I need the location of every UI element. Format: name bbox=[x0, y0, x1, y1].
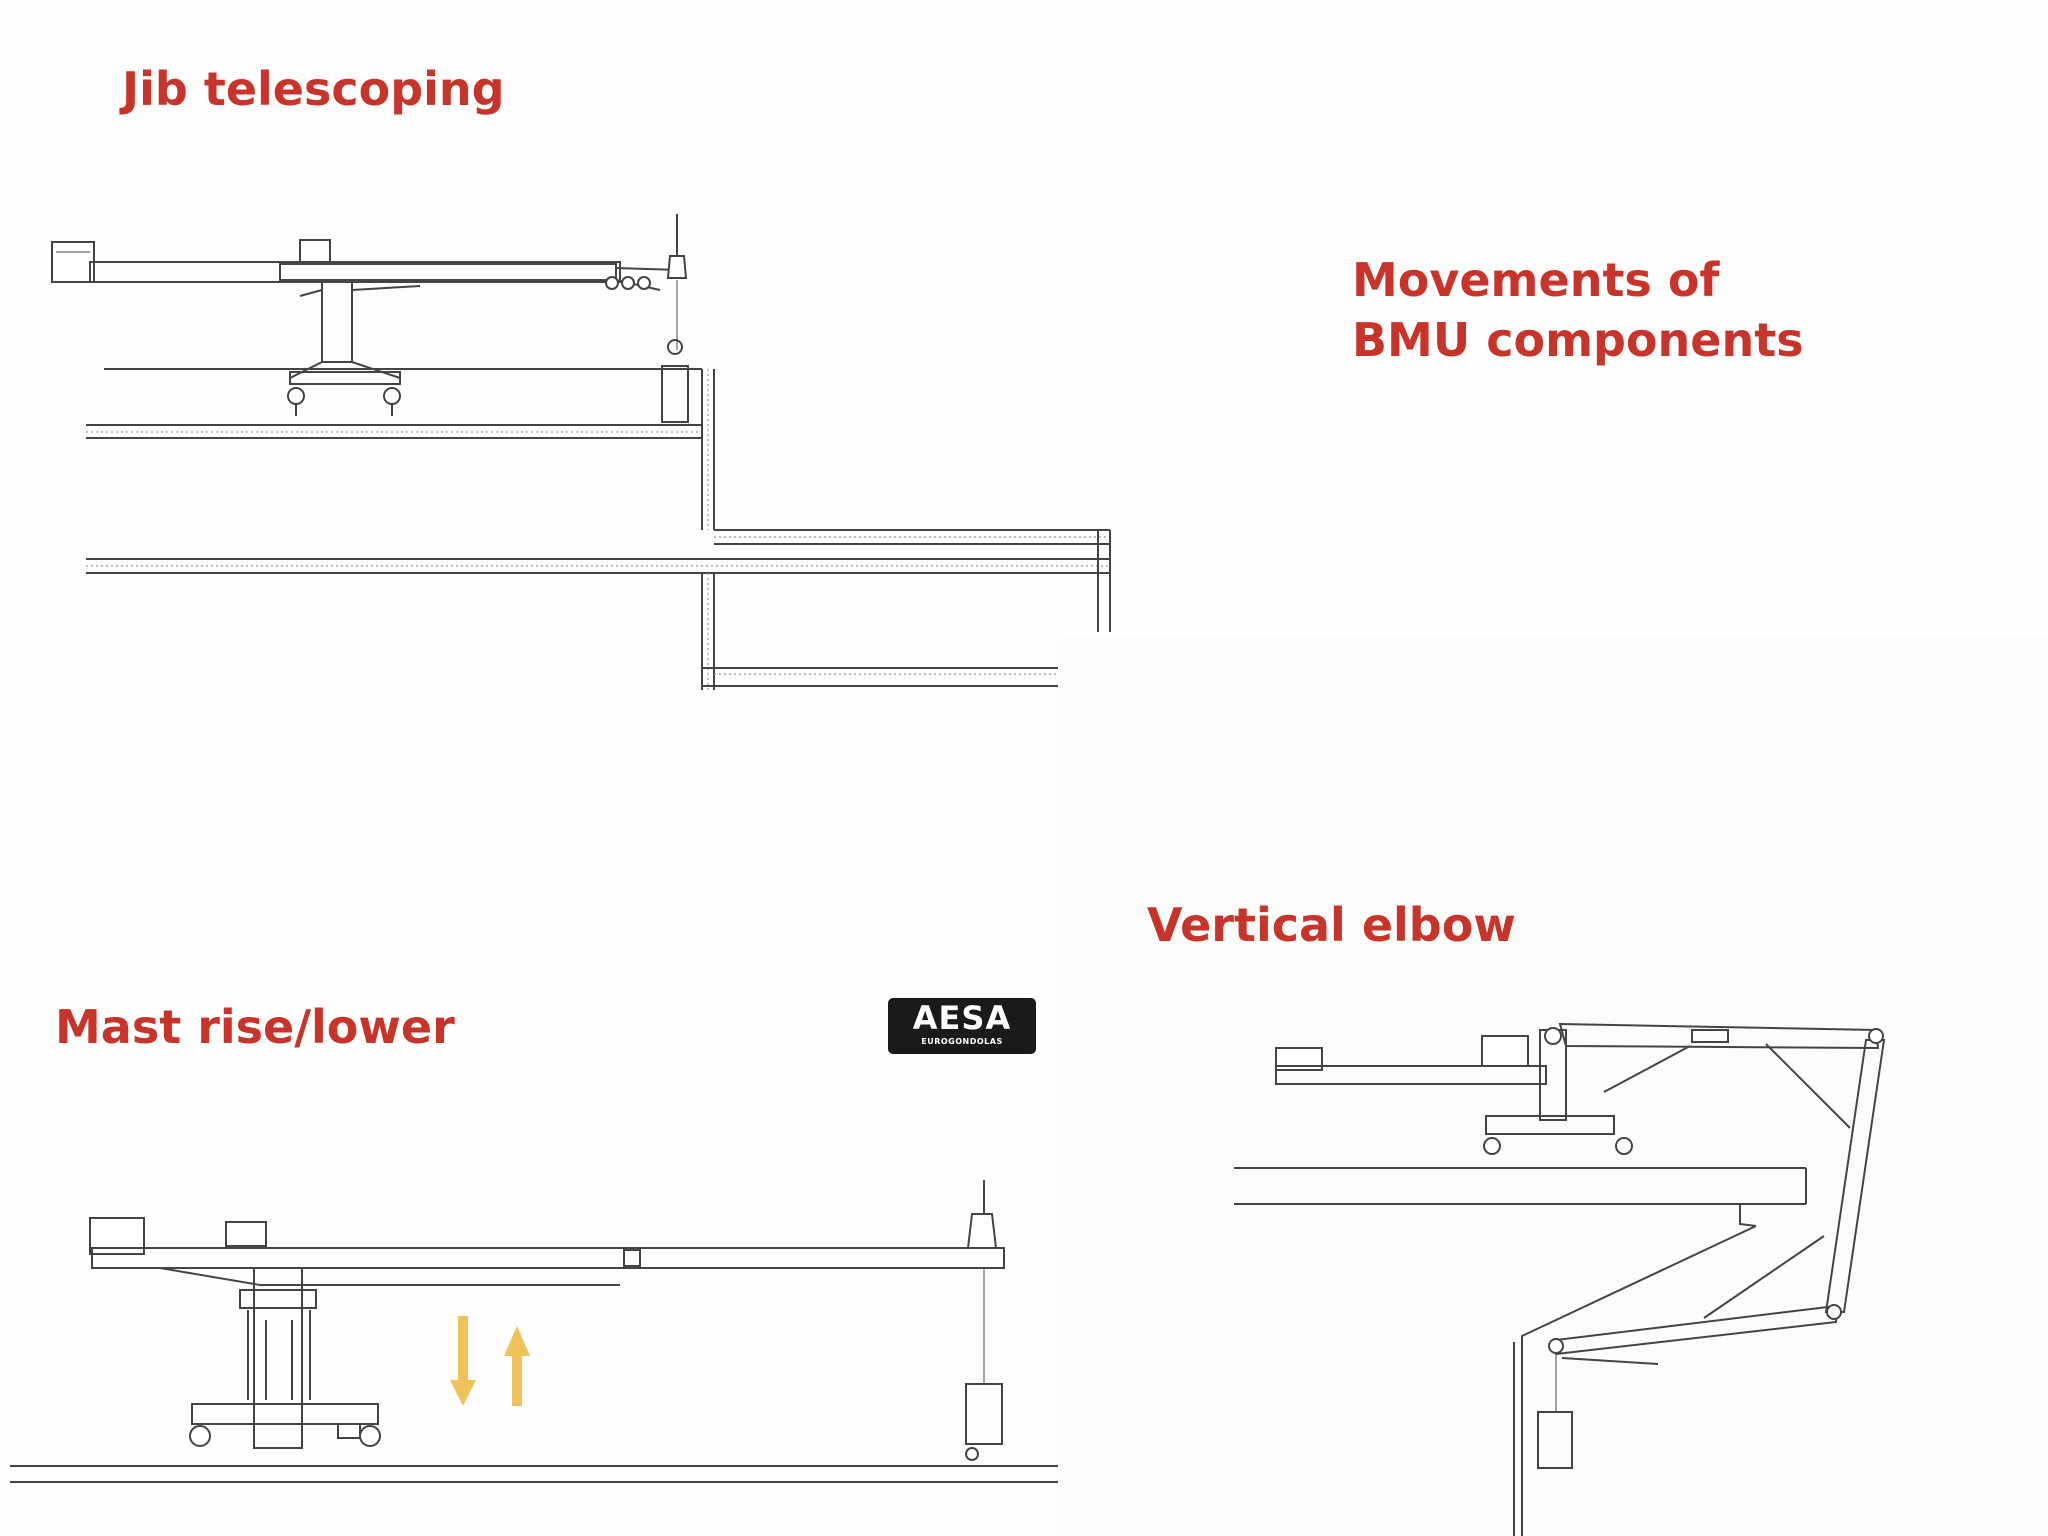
jib-telescoping-diagram bbox=[51, 214, 1111, 690]
mast-column bbox=[253, 1267, 303, 1449]
mast-base-frame bbox=[191, 1403, 379, 1425]
aesa-logo: AESA EUROGONDOLAS bbox=[888, 998, 1036, 1054]
elbow-vertical-arm bbox=[1824, 1039, 1886, 1313]
page-title: Movements of BMU components bbox=[1352, 250, 1804, 370]
elbow-gondola bbox=[1537, 1411, 1573, 1469]
elbow-facade bbox=[1521, 1225, 1757, 1536]
logo-brand: AESA bbox=[912, 999, 1012, 1037]
vertical-elbow-diagram bbox=[1234, 1022, 1886, 1536]
up-down-arrows bbox=[450, 1316, 530, 1406]
control-cabin-box bbox=[299, 239, 331, 265]
elbow-cabin bbox=[1481, 1035, 1529, 1067]
vertical-elbow-panel-background bbox=[1058, 636, 2048, 1536]
gondola-small bbox=[965, 1383, 1003, 1445]
counterweight-box bbox=[51, 241, 95, 283]
page-title-line-1: Movements of bbox=[1352, 253, 1720, 307]
gondola bbox=[661, 365, 689, 423]
elbow-upper-arm bbox=[1558, 1022, 1880, 1050]
cabin-box-right bbox=[225, 1221, 267, 1247]
elbow-jib bbox=[1275, 1065, 1547, 1085]
jib-beam-long bbox=[91, 1247, 1005, 1269]
mast-rise-lower-label: Mast rise/lower bbox=[55, 1000, 455, 1054]
elbow-lower-arm bbox=[1555, 1304, 1837, 1356]
jib-tip bbox=[966, 1213, 998, 1249]
jib-telescoping-label: Jib telescoping bbox=[122, 62, 505, 116]
logo-subtitle: EUROGONDOLAS bbox=[921, 1037, 1003, 1046]
page-title-line-2: BMU components bbox=[1352, 313, 1804, 367]
mast bbox=[321, 281, 353, 363]
jib-beam bbox=[89, 261, 621, 283]
elbow-counterweight bbox=[1275, 1047, 1323, 1071]
mast-rise-lower-diagram bbox=[10, 1180, 1058, 1483]
vertical-elbow-label: Vertical elbow bbox=[1147, 898, 1516, 952]
jib-head bbox=[666, 255, 688, 279]
